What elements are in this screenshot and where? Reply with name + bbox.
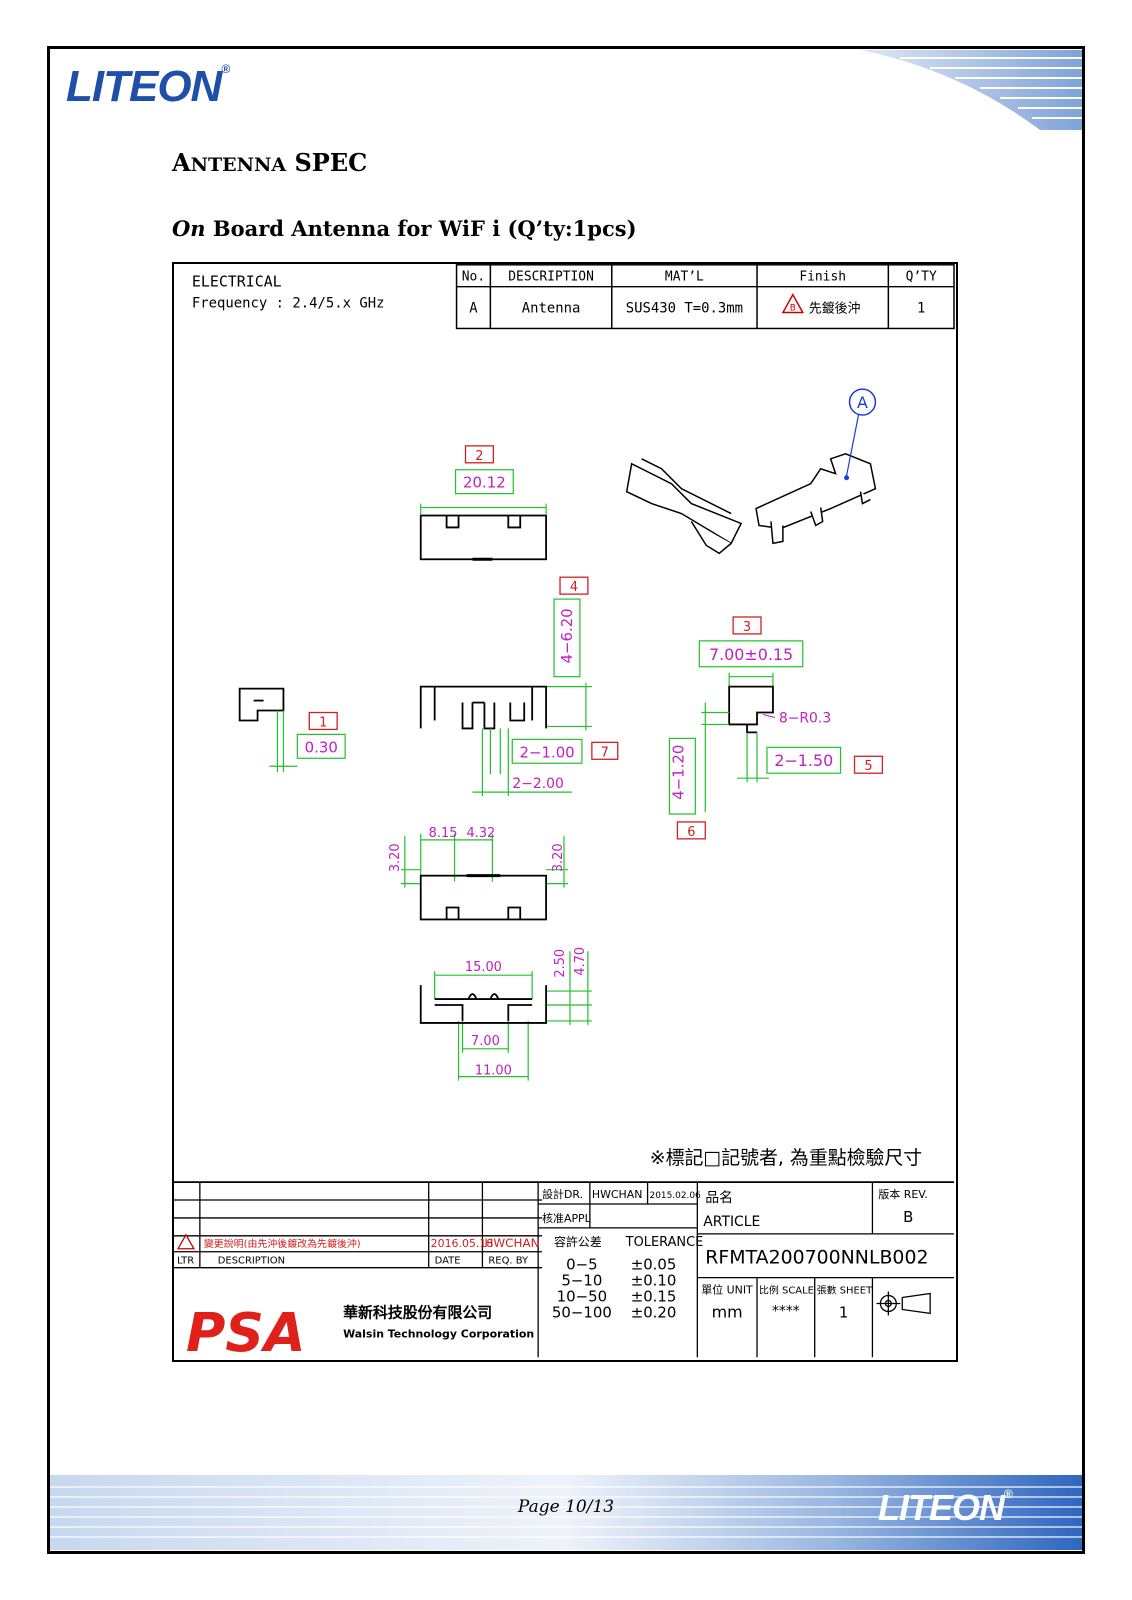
- rev-desc: 變更說明(由先沖後鍍改為先鍍後沖): [204, 1237, 361, 1250]
- tol-value-1: ±0.10: [631, 1272, 677, 1290]
- dim-2-100: 2−1.00: [520, 743, 575, 761]
- callout-3: 3: [743, 620, 751, 635]
- dim-2-50: 2.50: [553, 949, 568, 978]
- tol-range-0: 0−5: [566, 1256, 597, 1274]
- callout-2: 2: [475, 449, 483, 464]
- rev-by: HWCHAN: [484, 1236, 539, 1250]
- front-view-bottom: [419, 874, 547, 921]
- hdr-finish: Finish: [799, 270, 846, 285]
- dim-3-20-left: 3.20: [388, 843, 403, 872]
- hdr-material: MAT’L: [665, 270, 704, 285]
- projection-symbol-icon: [876, 1291, 931, 1316]
- hdr-qty: Q’TY: [906, 270, 937, 285]
- dim-3-20-right: 3.20: [551, 843, 566, 872]
- tol-value-3: ±0.20: [631, 1303, 677, 1321]
- ltr-header: LTR: [177, 1256, 194, 1267]
- article-en: ARTICLE: [703, 1214, 760, 1230]
- dim-2-150: 2−1.50: [774, 751, 833, 770]
- dim-7-00: 7.00±0.15: [709, 645, 793, 664]
- sheet-label: 張數 SHEET: [817, 1284, 873, 1297]
- row-description: Antenna: [522, 301, 581, 317]
- liteon-logo: LITEON®: [66, 62, 230, 111]
- callout-7: 7: [601, 745, 609, 760]
- company-name-en: Walsin Technology Corporation: [343, 1327, 534, 1340]
- row-no: A: [469, 301, 478, 317]
- title-block: [174, 1181, 955, 1358]
- part-number: RFMTA200700NNLB002: [705, 1247, 928, 1269]
- unit-label: 單位 UNIT: [701, 1283, 753, 1297]
- footer-band: [50, 1475, 1082, 1550]
- company-name-cn: 華新科技股份有限公司: [343, 1303, 492, 1321]
- dim-15-00: 15.00: [465, 960, 502, 975]
- tol-range-2: 10−50: [557, 1287, 607, 1305]
- design-date: 2015.02.06: [650, 1191, 701, 1201]
- date-header: DATE: [435, 1256, 461, 1267]
- rev-label: 版本 REV.: [878, 1187, 927, 1201]
- dim-2-200: 2−2.00: [512, 776, 563, 792]
- req-header: REQ. BY: [488, 1256, 529, 1267]
- side-view-right: [728, 685, 774, 734]
- rev-warning-icon: [176, 1233, 196, 1250]
- row-finish: 先鍍後沖: [809, 301, 861, 317]
- psa-logo: PSA: [186, 1301, 306, 1362]
- dim-4-32: 4.32: [467, 826, 496, 841]
- approve-label: 核准APPL: [542, 1211, 592, 1225]
- svg-text:B: B: [790, 304, 796, 314]
- dim-7-00-bottom: 7.00: [471, 1034, 500, 1049]
- tol-range-1: 5−10: [561, 1272, 602, 1290]
- electrical-label: ELECTRICAL: [192, 273, 282, 291]
- page-title: ANTENNA SPEC: [172, 148, 368, 177]
- scale-value: ****: [772, 1303, 800, 1319]
- dim-4-70: 4.70: [573, 947, 588, 976]
- unit-value: mm: [712, 1302, 743, 1321]
- tol-value-0: ±0.05: [631, 1256, 677, 1274]
- page-frame: [47, 46, 1085, 1554]
- callout-6: 6: [687, 825, 695, 840]
- article-cn: 品名: [705, 1190, 733, 1206]
- dim-8-r03: 8−R0.3: [779, 710, 831, 726]
- row-qty: 1: [917, 301, 925, 317]
- frequency-text: Frequency : 2.4/5.x GHz: [192, 296, 385, 312]
- tolerance-cn: 容許公差: [554, 1235, 602, 1249]
- isometric-view: [625, 453, 877, 555]
- design-label: 設計DR.: [542, 1187, 583, 1201]
- page-number: Page 10/13: [517, 1497, 615, 1517]
- designer-name: HWCHAN: [592, 1188, 643, 1201]
- front-view-top: [419, 514, 547, 561]
- dim-20-12: 20.12: [463, 474, 506, 492]
- inspection-note: ※標記□記號者, 為重點檢驗尺寸: [650, 1147, 922, 1169]
- iso-callout-circle: [848, 388, 877, 416]
- callout-1: 1: [319, 715, 327, 730]
- header-stripes: [860, 50, 1082, 130]
- rev-value: B: [903, 1208, 913, 1226]
- dim-8-15: 8.15: [429, 826, 458, 841]
- tolerance-en: TOLERANCE: [625, 1235, 704, 1250]
- dim-4-120: 4−1.20: [669, 745, 687, 800]
- page-subtitle: On Board Antenna for WiF i (Q’ty:1pcs): [172, 216, 637, 241]
- rev-triangle-icon: B: [781, 293, 805, 314]
- description-header: DESCRIPTION: [218, 1256, 285, 1267]
- liteon-footer-logo: LITEON®: [878, 1487, 1013, 1528]
- dim-11-00: 11.00: [475, 1064, 512, 1079]
- hdr-description: DESCRIPTION: [508, 270, 594, 285]
- dim-4-620: 4−6.20: [558, 608, 576, 663]
- side-view-left: [238, 687, 285, 722]
- rev-date: 2016.05.18: [431, 1237, 494, 1250]
- front-view-middle: [419, 685, 547, 730]
- row-material: SUS430 T=0.3mm: [626, 301, 743, 317]
- scale-label: 比例 SCALE: [759, 1284, 814, 1297]
- spec-table: [455, 264, 955, 330]
- top-view: [419, 985, 547, 1024]
- engineering-drawing: ELECTRICAL Frequency : 2.4/5.x GHz No. D…: [172, 262, 958, 1362]
- sheet-value: 1: [839, 1303, 848, 1321]
- tol-range-3: 50−100: [552, 1303, 612, 1321]
- hdr-no: No.: [462, 270, 485, 285]
- tol-value-2: ±0.15: [631, 1287, 677, 1305]
- callout-4: 4: [570, 580, 578, 595]
- callout-5: 5: [864, 759, 872, 774]
- iso-callout-label: A: [857, 393, 868, 412]
- dim-0-30: 0.30: [305, 738, 338, 756]
